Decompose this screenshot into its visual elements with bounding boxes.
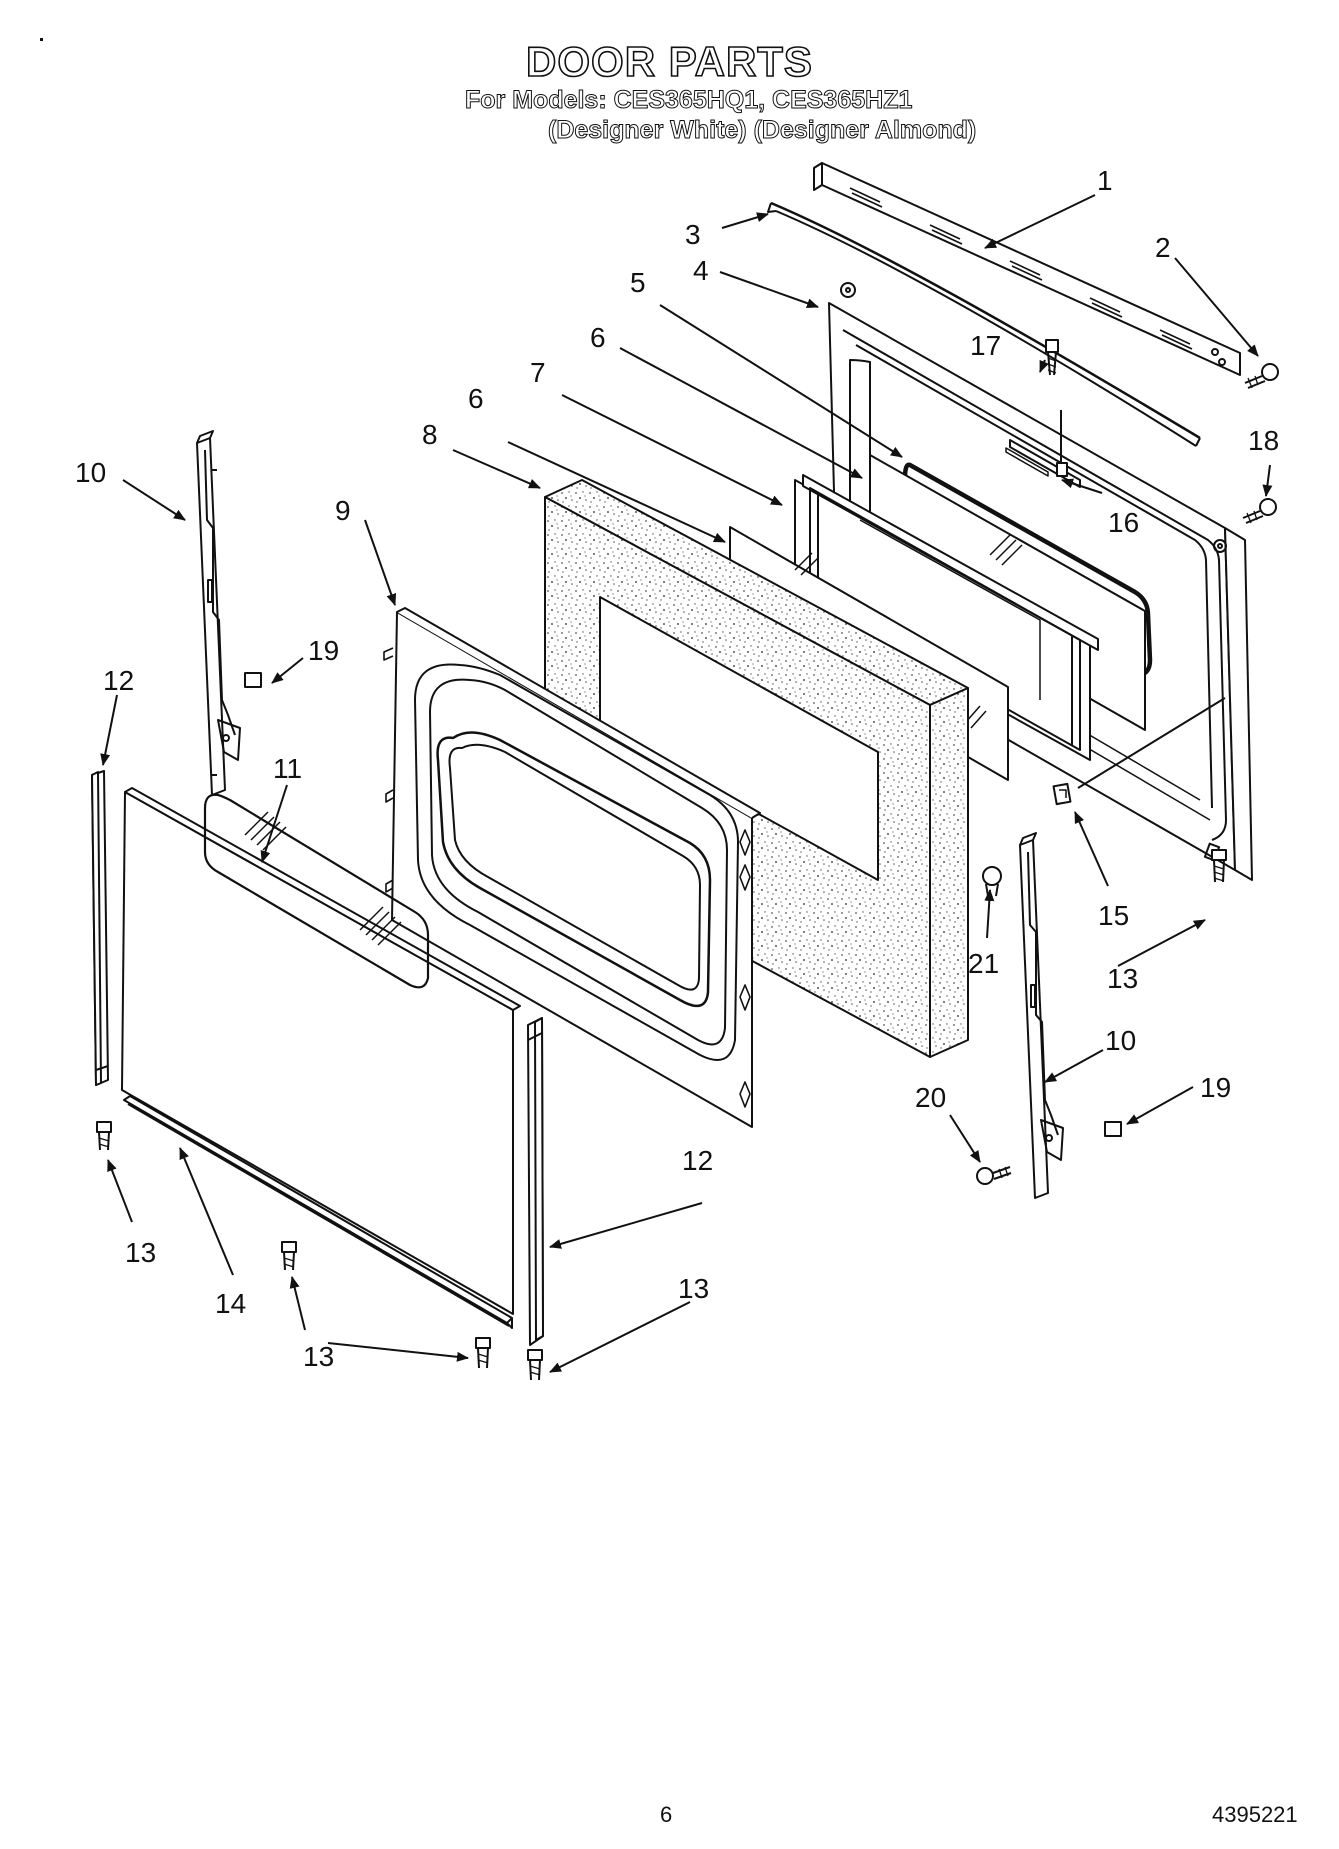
callout-18: 18	[1248, 425, 1279, 456]
callout-7: 7	[530, 357, 546, 388]
part-screw-13-bottom-b	[527, 1349, 543, 1381]
callout-13-right: 13	[1107, 963, 1138, 994]
part-outer-door-panel	[121, 787, 521, 1315]
callout-1: 1	[1097, 165, 1113, 196]
callout-17: 17	[970, 330, 1001, 361]
part-screw-17	[1045, 339, 1059, 376]
part-screw-21	[982, 866, 1002, 897]
callout-8: 8	[422, 419, 438, 450]
part-hinge-right	[1019, 832, 1064, 1199]
stray-mark	[40, 38, 43, 41]
part-door-liner	[383, 607, 761, 1128]
part-side-trim-left	[91, 770, 109, 1086]
callout-4: 4	[693, 255, 709, 286]
callout-19-right: 19	[1200, 1072, 1231, 1103]
part-screw-13-bottom-a	[475, 1337, 491, 1369]
callout-6-rear: 6	[590, 322, 606, 353]
part-screw-20	[976, 1166, 1012, 1185]
part-spacer-right	[1104, 1121, 1122, 1137]
callout-labels: 1 2 3 4 5 6 7 6 8 9 10 19 12 11 17 18 16…	[75, 165, 1279, 1372]
callout-11: 11	[273, 753, 302, 784]
callout-16: 16	[1108, 507, 1139, 538]
part-screw-13-right-top	[1211, 849, 1227, 883]
part-screw-2	[1244, 363, 1279, 389]
callout-19-left: 19	[308, 635, 339, 666]
callout-20: 20	[915, 1082, 946, 1113]
callout-12-right: 12	[682, 1145, 713, 1176]
part-bottom-trim	[123, 1095, 513, 1329]
callout-6-front: 6	[468, 383, 484, 414]
variants-line: (Designer White) (Designer Almond)	[547, 116, 977, 145]
leader-lines	[100, 194, 1273, 1373]
callout-3: 3	[685, 219, 701, 250]
part-bracket	[1009, 410, 1081, 488]
callout-13-left: 13	[125, 1237, 156, 1268]
part-hinge-left	[196, 430, 241, 796]
models-line: For Models: CES365HQ1, CES365HZ1	[464, 86, 913, 115]
part-clip	[1052, 697, 1226, 806]
part-screw-18	[1242, 498, 1277, 524]
callout-14: 14	[215, 1288, 246, 1319]
callout-15: 15	[1098, 900, 1129, 931]
part-screw-13-middle	[281, 1241, 297, 1271]
part-screw-13-left	[96, 1121, 112, 1151]
part-handle	[767, 201, 1201, 447]
part-spacer-left	[244, 672, 262, 688]
callout-2: 2	[1155, 232, 1171, 263]
part-top-trim	[813, 162, 1241, 376]
callout-13-middle: 13	[303, 1341, 334, 1372]
callout-10-left: 10	[75, 457, 106, 488]
document-number: 4395221	[1212, 1802, 1298, 1827]
callout-5: 5	[630, 267, 646, 298]
part-side-trim-right	[527, 1017, 544, 1346]
callout-21: 21	[968, 948, 999, 979]
part-glass-pack-frame	[794, 474, 1099, 761]
callout-9: 9	[335, 495, 351, 526]
callout-10-right: 10	[1105, 1025, 1136, 1056]
page-title: DOOR PARTS	[525, 37, 813, 86]
page-number: 6	[660, 1802, 673, 1827]
callout-13-bottom: 13	[678, 1273, 709, 1304]
callout-12-left: 12	[103, 665, 134, 696]
